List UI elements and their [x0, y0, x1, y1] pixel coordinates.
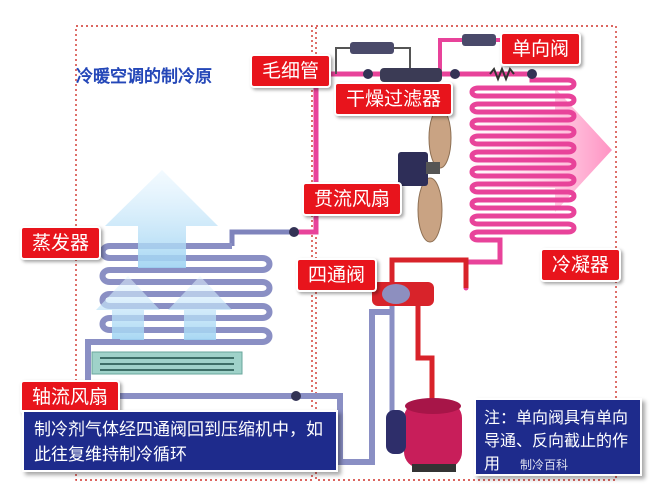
- label-axial-fan: 轴流风扇: [20, 380, 121, 414]
- diagram-title: 冷暖空调的制冷原: [76, 67, 212, 87]
- fitting-3: [527, 69, 537, 79]
- label-capillary: 毛细管: [250, 54, 332, 88]
- fitting-1: [363, 69, 373, 79]
- capillary-body: [350, 42, 394, 54]
- four-way-valve-body: [372, 282, 434, 306]
- label-check-valve: 单向阀: [500, 32, 582, 66]
- fitting-2: [450, 69, 460, 79]
- label-four-way-valve: 四通阀: [296, 258, 378, 292]
- liquid-line: [294, 98, 319, 235]
- dryer-filter-body: [380, 68, 442, 82]
- label-crossflow-fan: 贯流风扇: [302, 182, 403, 216]
- supply-fitting: [289, 227, 299, 237]
- condenser-coil: [463, 71, 577, 291]
- valve-to-condenser-pipe: [389, 257, 469, 288]
- cycle-note: 制冷剂气体经四通阀回到压缩机中，如此往复维持制冷循环: [22, 410, 338, 472]
- label-condenser: 冷凝器: [540, 248, 622, 282]
- compressor: [386, 398, 462, 472]
- watermark: 制冷百科: [520, 458, 569, 472]
- return-fitting: [291, 391, 301, 401]
- cold-air-arrow-left: [96, 276, 160, 340]
- check-valve-body: [462, 34, 496, 46]
- return-pipe: [85, 309, 392, 465]
- check-valve-note: 注：单向阀具有单向导通、反向截止的作用: [474, 398, 642, 476]
- crossflow-fan-body: [91, 351, 243, 375]
- label-evaporator: 蒸发器: [20, 226, 102, 260]
- outdoor-fan: [398, 107, 452, 243]
- cold-air-arrow-right: [168, 276, 232, 340]
- indoor-supply-pipe: [229, 229, 294, 246]
- valve-to-compressor-pipe: [415, 306, 435, 404]
- label-dryer-filter: 干燥过滤器: [334, 82, 454, 116]
- cold-air-arrow-large: [105, 170, 218, 268]
- check-valve-spring: [489, 66, 515, 82]
